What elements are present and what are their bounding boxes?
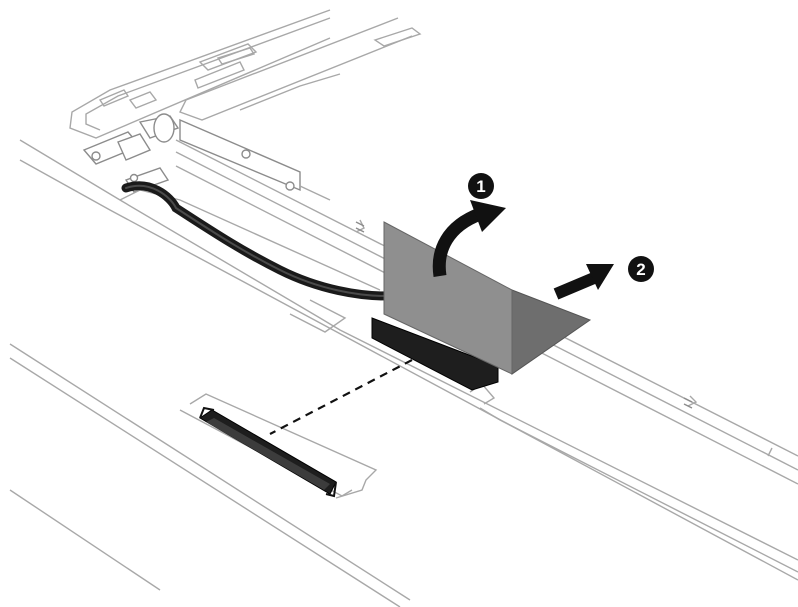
- board-connector: [199, 406, 337, 498]
- up-curved-arrow-icon: [432, 200, 506, 277]
- right-arrow-icon: [553, 264, 614, 300]
- tape-side: [511, 289, 592, 375]
- alignment-guide-line: [269, 359, 413, 435]
- hinge: [82, 113, 301, 193]
- tape-front: [383, 221, 513, 375]
- display-cable-connector-tape: [371, 221, 592, 391]
- display-panel-edges: [19, 139, 798, 581]
- panel-markings: [355, 221, 693, 409]
- callout-1-label: 1: [476, 177, 485, 196]
- callout-1-icon: 1: [468, 173, 494, 199]
- system-board-area: [9, 343, 411, 607]
- callout-2-label: 2: [636, 260, 645, 279]
- display-back-cover: [69, 9, 422, 139]
- callout-2-icon: 2: [628, 256, 654, 282]
